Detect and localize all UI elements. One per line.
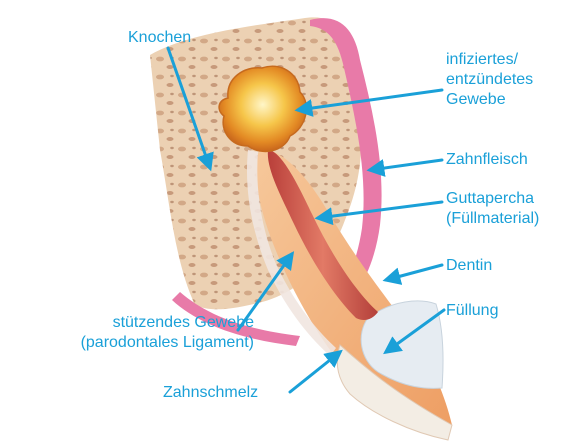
label-zahnfleisch: Zahnfleisch	[446, 150, 528, 170]
label-fuellung: Füllung	[446, 301, 498, 321]
arrow-zahnfleisch	[370, 160, 442, 170]
label-knochen: Knochen	[128, 28, 191, 48]
label-dentin: Dentin	[446, 256, 492, 276]
label-zahnschmelz: Zahnschmelz	[163, 383, 258, 403]
label-guttapercha: Guttapercha (Füllmaterial)	[446, 189, 539, 229]
arrow-dentin	[386, 265, 442, 280]
label-infiziertes-gewebe: infiziertes/ entzündetes Gewebe	[446, 50, 533, 110]
arrow-zahnschmelz	[290, 352, 340, 392]
label-stuetzendes-gewebe: stützendes Gewebe (parodontales Ligament…	[52, 313, 254, 353]
